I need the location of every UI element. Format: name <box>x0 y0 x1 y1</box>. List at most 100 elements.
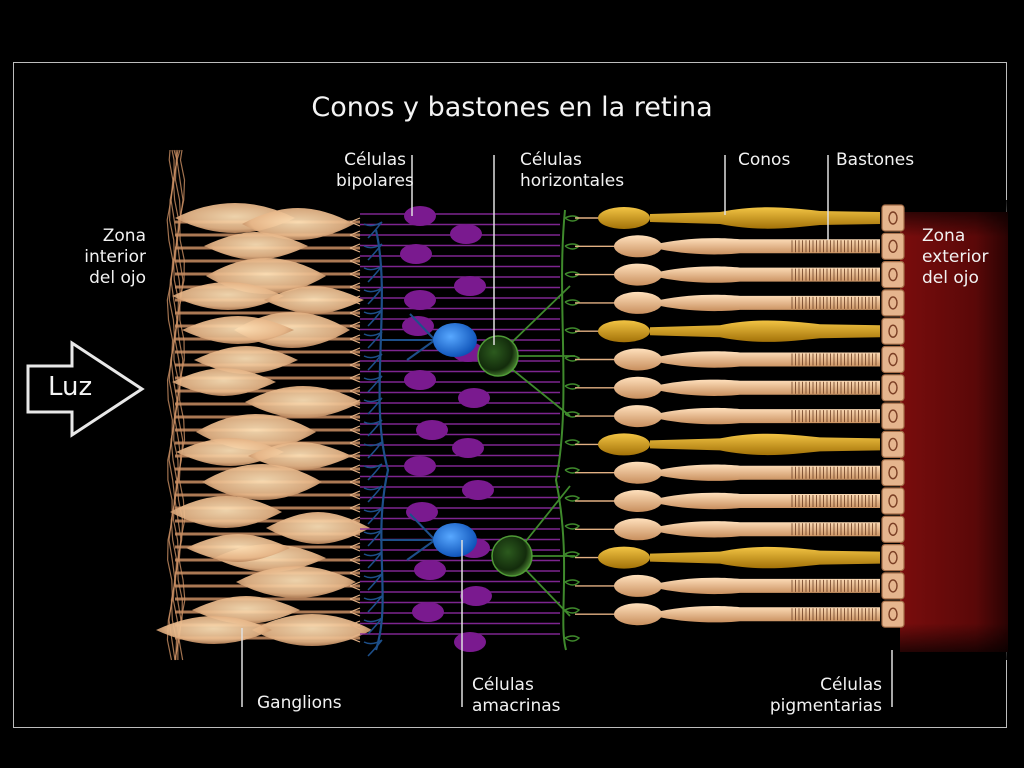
ganglion-dendrite <box>349 503 361 513</box>
bipolar-cell <box>412 602 444 622</box>
label-pigment-cells: Células pigmentarias <box>769 675 882 716</box>
pigment-nucleus <box>888 352 898 367</box>
pigment-nucleus <box>888 409 898 423</box>
ganglion-cell <box>264 286 364 314</box>
rod-discs <box>791 353 877 366</box>
bipolar-dendrite <box>363 507 383 525</box>
rod-discs <box>791 466 877 479</box>
ganglion-dendrite <box>349 386 361 396</box>
pigment-nucleus <box>888 494 898 508</box>
rod-cell <box>660 266 880 283</box>
rod-nucleus <box>614 291 662 314</box>
ganglion-cell <box>186 534 290 562</box>
bipolar-dendrite <box>363 463 383 481</box>
rod-nucleus <box>614 490 662 512</box>
synapse-loop <box>564 635 581 642</box>
pointer-lines <box>241 155 893 707</box>
bipolar-cell <box>400 244 432 264</box>
ganglion-dendrite <box>349 256 361 266</box>
rod-discs <box>791 381 877 394</box>
pigment-nucleus <box>888 381 898 395</box>
amacrine-cell <box>433 523 477 557</box>
rod-nucleus <box>614 263 662 286</box>
ganglion-cell <box>194 346 298 374</box>
pigment-nucleus <box>888 550 898 565</box>
ganglion-dendrite <box>349 230 361 240</box>
pigment-cell <box>881 515 905 543</box>
pigment-nucleus <box>888 607 898 621</box>
label-ganglion-cells: Ganglions <box>257 693 342 713</box>
bipolar-dendrite <box>363 243 383 261</box>
horizontal-trunk <box>554 209 567 651</box>
rod-cell <box>660 577 880 595</box>
bipolar-dendrite <box>363 287 383 305</box>
ganglion-dendrite <box>349 347 361 357</box>
pigment-cell <box>881 232 905 260</box>
bipolar-cell <box>404 456 436 476</box>
cone-cell <box>650 207 880 229</box>
ganglion-dendrite <box>349 529 361 539</box>
synapse-loop <box>564 411 581 418</box>
pigment-nucleus <box>888 267 898 282</box>
pigment-cell <box>881 572 905 600</box>
bipolar-cell <box>454 632 486 652</box>
synapse-loop <box>564 383 581 390</box>
special-cells-layer <box>380 209 581 651</box>
synapse-loop <box>564 355 581 362</box>
ganglion-dendrite <box>349 516 361 526</box>
pigment-cell <box>881 289 905 317</box>
ganglion-dendrite <box>349 308 361 318</box>
pigment-nucleus <box>888 211 898 225</box>
light-arrow <box>26 340 145 438</box>
ganglion-layer <box>156 149 372 661</box>
ganglion-cell <box>156 616 272 644</box>
ganglion-dendrite <box>349 620 361 630</box>
label-light: Luz <box>48 372 93 402</box>
cone-nucleus <box>598 320 650 343</box>
bipolar-cell <box>414 560 446 580</box>
dendrite-trunk <box>374 229 390 651</box>
pigment-nucleus <box>888 579 898 593</box>
bipolar-cell <box>462 480 494 500</box>
label-amacrine-cells: Células amacrinas <box>472 675 561 716</box>
ganglion-cell <box>236 566 356 598</box>
synapse-loop <box>564 551 581 558</box>
ganglion-dendrite <box>349 373 361 383</box>
rod-discs <box>791 608 877 621</box>
bipolar-dendrite <box>363 221 383 239</box>
pigment-zone-fade <box>900 200 1008 660</box>
rod-cell <box>660 379 880 396</box>
horizontal-cell <box>491 535 533 577</box>
ganglion-cell <box>182 316 294 344</box>
ganglion-cell <box>245 386 361 418</box>
ganglion-dendrite <box>349 594 361 604</box>
rod-discs <box>791 495 877 507</box>
pigment-cell <box>881 345 905 374</box>
rod-nucleus <box>614 405 662 428</box>
rod-nucleus <box>614 348 662 371</box>
synapse-loop <box>564 607 581 614</box>
rod-nucleus <box>614 461 662 484</box>
rod-nucleus <box>614 518 662 541</box>
rod-cell <box>660 521 880 538</box>
bipolar-cell <box>460 586 492 606</box>
ganglion-dendrite <box>349 490 361 500</box>
ganglion-dendrite <box>349 451 361 461</box>
cone-cell <box>650 320 880 342</box>
ganglion-cell <box>248 442 352 470</box>
label-rods: Bastones <box>836 150 915 170</box>
cone-nucleus <box>598 433 650 456</box>
rod-cell <box>660 492 880 510</box>
label-horizontal-cells: Células horizontales <box>520 150 625 191</box>
ganglion-dendrite <box>349 581 361 591</box>
cone-nucleus <box>598 546 650 569</box>
cone-cell <box>650 433 880 456</box>
rod-nucleus <box>614 574 662 597</box>
photoreceptor-layer <box>575 207 880 626</box>
bipolar-cell <box>404 206 436 226</box>
rod-cell <box>660 351 880 368</box>
bipolar-cell <box>404 290 436 310</box>
amacrine-cell <box>433 323 477 357</box>
pigment-cells-layer <box>881 204 905 628</box>
